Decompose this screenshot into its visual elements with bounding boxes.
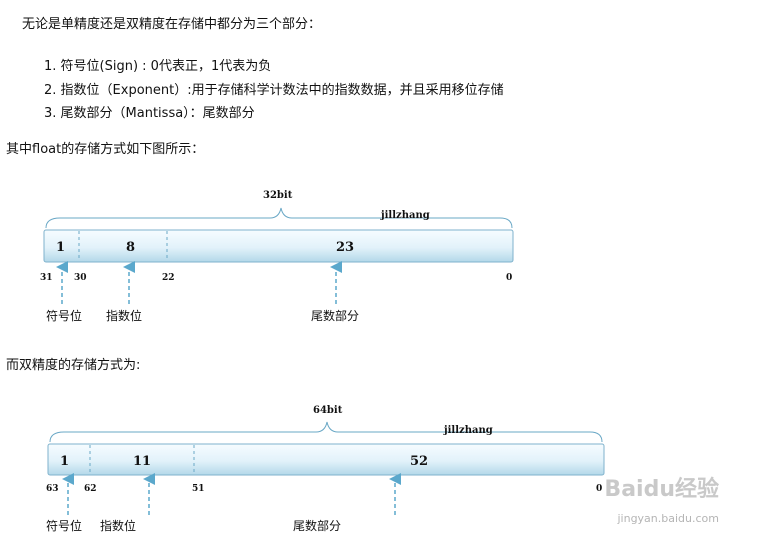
float-bar bbox=[43, 229, 514, 263]
double-caption-mantissa: 尾数部分 bbox=[293, 518, 341, 533]
list-item-mantissa: 3. 尾数部分（Mantissa）：尾数部分 bbox=[44, 106, 255, 121]
intro-text: 无论是单精度还是双精度在存储中都分为三个部分： bbox=[22, 17, 322, 32]
watermark-url: jingyan.baidu.com bbox=[617, 512, 719, 525]
list-item-exponent: 2. 指数位（Exponent）:用于存储科学计数法中的指数数据，并且采用移位存… bbox=[44, 83, 504, 98]
float-author: jillzhang bbox=[380, 210, 430, 221]
float-diagram: 32bit jillzhang 1 8 23 31 30 22 0 符号位 指数… bbox=[40, 190, 514, 323]
double-tick-62: 62 bbox=[84, 484, 97, 494]
list-item-sign: 1. 符号位(Sign) : 0代表正，1代表为负 bbox=[44, 59, 272, 74]
double-author: jillzhang bbox=[443, 425, 493, 436]
double-tick-63: 63 bbox=[46, 484, 59, 494]
double-tick-0: 0 bbox=[596, 484, 602, 494]
float-field-sign: 1 bbox=[56, 240, 65, 255]
double-field-sign: 1 bbox=[60, 454, 69, 469]
float-field-exponent: 8 bbox=[126, 240, 135, 255]
double-caption-sign: 符号位 bbox=[46, 518, 82, 533]
float-caption-exponent: 指数位 bbox=[106, 308, 142, 323]
double-brace bbox=[49, 421, 603, 443]
float-field-mantissa: 23 bbox=[336, 240, 354, 255]
double-tick-51: 51 bbox=[192, 484, 205, 494]
float-title: 32bit bbox=[263, 190, 293, 201]
double-field-mantissa: 52 bbox=[410, 454, 428, 469]
watermark-logo: Baidu经验 bbox=[604, 477, 719, 502]
float-tick-31: 31 bbox=[40, 273, 53, 283]
float-tick-30: 30 bbox=[74, 273, 87, 283]
float-tick-22: 22 bbox=[162, 273, 175, 283]
float-tick-0: 0 bbox=[506, 273, 512, 283]
double-caption-exponent: 指数位 bbox=[100, 518, 136, 533]
double-field-exponent: 11 bbox=[133, 454, 151, 469]
double-diagram: 64bit jillzhang 1 11 52 63 62 51 0 符号位 指… bbox=[46, 405, 605, 533]
double-intro-text: 而双精度的存储方式为: bbox=[6, 358, 141, 373]
float-caption-sign: 符号位 bbox=[46, 308, 82, 323]
double-title: 64bit bbox=[313, 405, 343, 416]
double-bar bbox=[47, 443, 605, 476]
float-intro-text: 其中float的存储方式如下图所示： bbox=[6, 142, 205, 157]
float-brace bbox=[45, 207, 513, 229]
float-caption-mantissa: 尾数部分 bbox=[311, 308, 359, 323]
